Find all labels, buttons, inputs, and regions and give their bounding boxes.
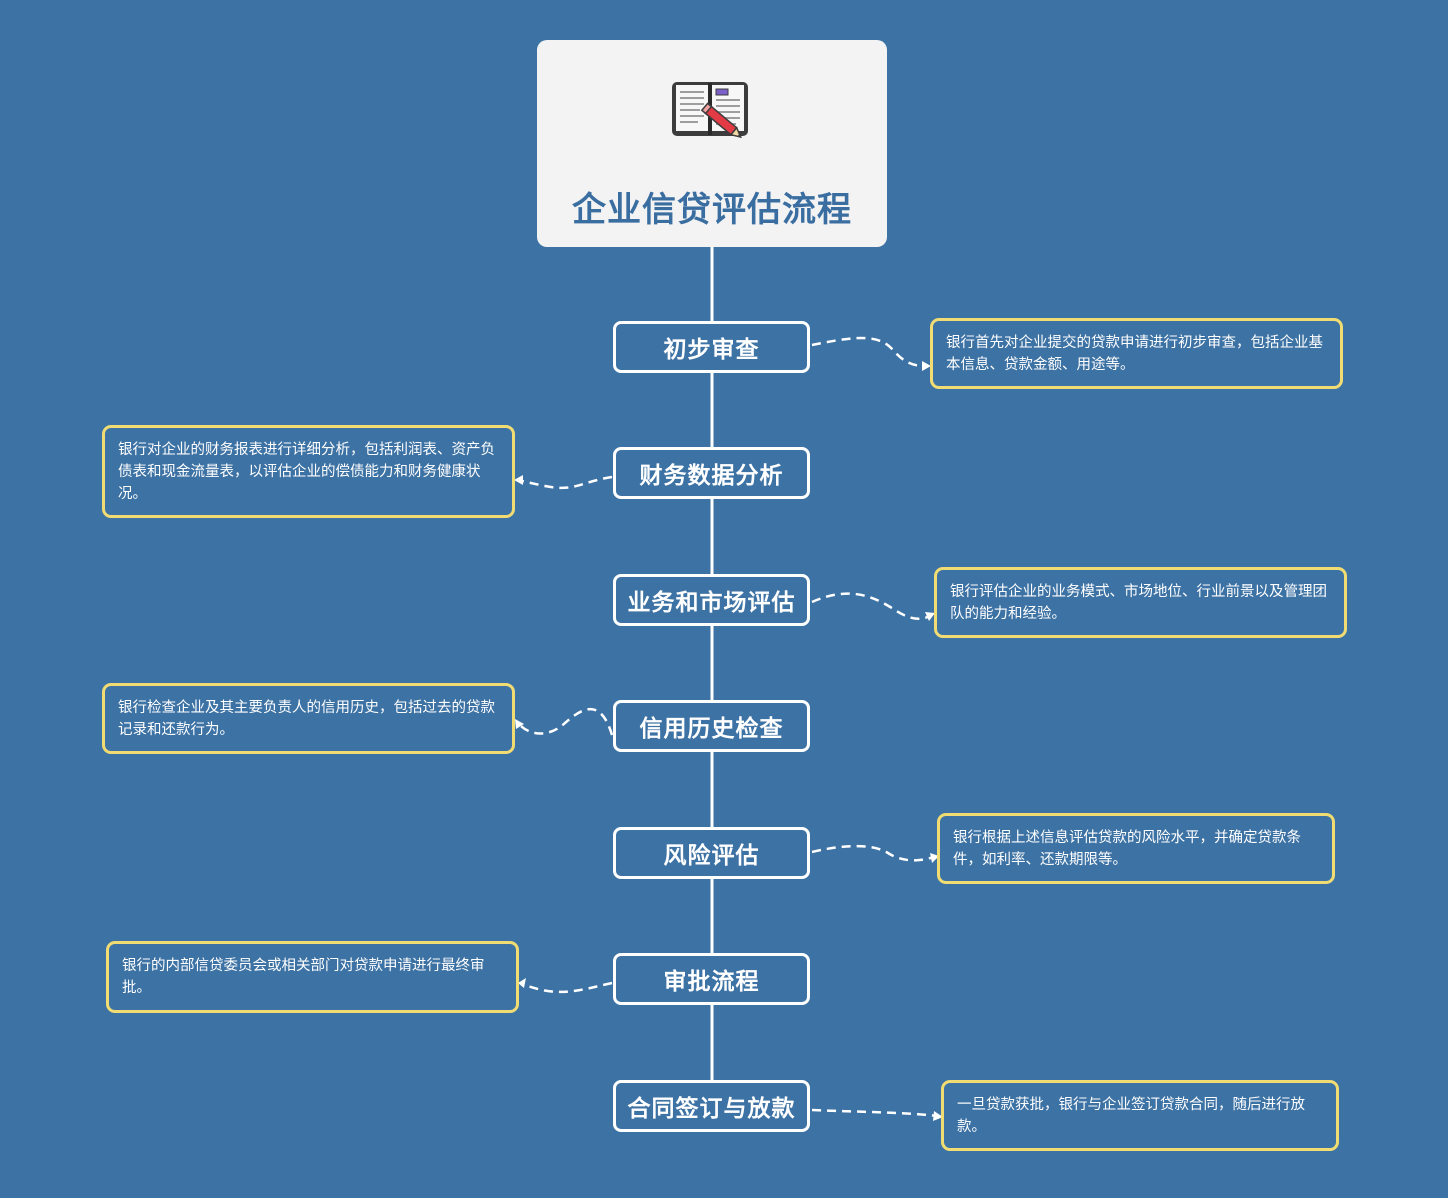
step-contract-loan[interactable]: 合同签订与放款 [613, 1080, 810, 1132]
connector-6 [524, 981, 613, 994]
arrowhead-2 [514, 475, 523, 485]
connector-1 [811, 336, 926, 368]
step-approval[interactable]: 审批流程 [613, 953, 810, 1005]
step-risk-assessment[interactable]: 风险评估 [613, 827, 810, 879]
note-risk-assessment: 银行根据上述信息评估贷款的风险水平，并确定贷款条件，如利率、还款期限等。 [937, 813, 1335, 884]
arrowhead-6 [518, 978, 526, 988]
arrowhead-4 [515, 719, 524, 729]
connector-4 [517, 707, 614, 736]
arrowhead-1 [922, 361, 931, 371]
note-initial-review: 银行首先对企业提交的贷款申请进行初步审查，包括企业基本信息、贷款金额、用途等。 [930, 318, 1343, 389]
step-business-market[interactable]: 业务和市场评估 [613, 574, 810, 626]
connector-5 [811, 844, 935, 862]
connector-7 [811, 1108, 939, 1118]
note-business-market: 银行评估企业的业务模式、市场地位、行业前景以及管理团队的能力和经验。 [934, 567, 1347, 638]
step-initial-review[interactable]: 初步审查 [613, 321, 810, 373]
note-credit-history: 银行检查企业及其主要负责人的信用历史，包括过去的贷款记录和还款行为。 [102, 683, 515, 754]
arrowhead-5 [930, 853, 939, 863]
page-title: 企业信贷评估流程 [572, 190, 852, 230]
connector-2 [517, 475, 613, 490]
step-financial-analysis[interactable]: 财务数据分析 [613, 447, 810, 499]
connector-3 [811, 592, 931, 621]
note-approval: 银行的内部信贷委员会或相关部门对贷款申请进行最终审批。 [106, 941, 519, 1013]
step-credit-history[interactable]: 信用历史检查 [613, 700, 810, 752]
note-financial-analysis: 银行对企业的财务报表进行详细分析，包括利润表、资产负债表和现金流量表，以评估企业… [102, 425, 515, 518]
open-book-pencil-icon [670, 78, 754, 154]
title-card: 企业信贷评估流程 [537, 40, 887, 247]
arrowhead-3 [925, 612, 935, 621]
note-contract-loan: 一旦贷款获批，银行与企业签订贷款合同，随后进行放款。 [941, 1080, 1339, 1151]
arrowhead-7 [933, 1111, 943, 1121]
